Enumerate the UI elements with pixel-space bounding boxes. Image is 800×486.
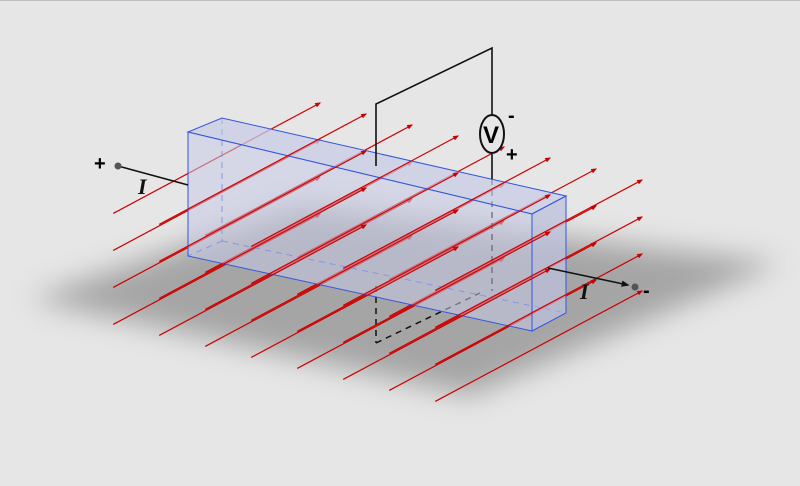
field-arrow bbox=[342, 194, 552, 306]
conducting-slab bbox=[186, 117, 568, 332]
voltmeter-circuit bbox=[375, 46, 505, 179]
field-arrow bbox=[250, 209, 460, 321]
right-current-label: I bbox=[579, 279, 590, 304]
field-arrow bbox=[434, 179, 644, 291]
field-arrow bbox=[158, 224, 368, 336]
slab-right-face bbox=[531, 195, 567, 332]
voltmeter-icon bbox=[479, 114, 505, 154]
field-arrow bbox=[158, 187, 368, 299]
field-arrow bbox=[250, 246, 460, 358]
magnetic-field-arrows-front bbox=[158, 113, 644, 402]
current-wires bbox=[114, 162, 639, 291]
field-arrow bbox=[342, 268, 552, 380]
voltmeter-bottom-sign: + bbox=[506, 144, 518, 166]
right-terminal-sign: - bbox=[643, 280, 650, 302]
field-arrow bbox=[434, 253, 644, 365]
field-arrow bbox=[342, 157, 552, 269]
voltmeter-label: V bbox=[483, 122, 499, 149]
field-arrow bbox=[250, 135, 460, 247]
left-terminal-dot bbox=[114, 162, 122, 170]
left-terminal-sign: + bbox=[94, 153, 106, 175]
field-arrow bbox=[434, 216, 644, 328]
right-terminal-dot bbox=[631, 283, 639, 291]
field-arrow bbox=[158, 113, 368, 225]
left-current-label: I bbox=[137, 174, 148, 199]
field-arrow bbox=[434, 290, 644, 402]
field-arrow bbox=[250, 172, 460, 284]
voltmeter-top-sign: - bbox=[508, 105, 515, 127]
field-arrow bbox=[342, 231, 552, 343]
field-arrow bbox=[158, 150, 368, 262]
